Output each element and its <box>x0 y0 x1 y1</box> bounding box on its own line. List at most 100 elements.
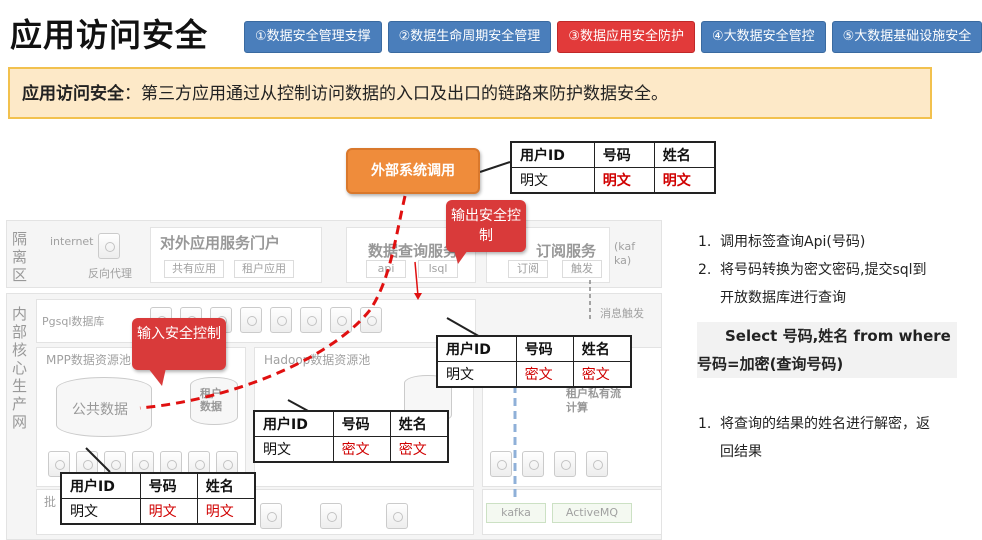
msg-trigger-label: 消息触发 <box>600 307 644 320</box>
output-control-callout: 输出安全控制 <box>446 200 526 252</box>
bottom-table-connector <box>85 447 111 473</box>
top-data-table: 用户ID 号码 姓名 明文 明文 明文 <box>510 141 716 194</box>
mpp-pool-label: MPP数据资源池 <box>46 353 131 367</box>
tenant-data-cylinder <box>190 377 238 425</box>
table-header-cell: 姓名 <box>572 335 632 362</box>
tab-data-security-management[interactable]: ①数据安全管理支撑 <box>244 21 382 53</box>
step-2-text: 将号码转换为密文密码,提交sql到开放数据库进行查询 <box>720 262 927 306</box>
portal-label: 对外应用服务门户 <box>160 234 281 252</box>
step-3: 1.将查询的结果的姓名进行解密，返回结果 <box>698 410 943 466</box>
table-header-cell: 用户ID <box>60 472 141 499</box>
input-callout-tail <box>148 368 166 386</box>
table-cell: 明文 <box>253 436 334 463</box>
table-cell: 明文 <box>60 498 141 525</box>
table-cell: 明文 <box>139 498 198 525</box>
step-1: 1.调用标签查询Api(号码) <box>698 234 866 250</box>
tab-data-app-protection[interactable]: ③数据应用安全防护 <box>557 21 695 53</box>
step-2: 2.将号码转换为密文密码,提交sql到开放数据库进行查询 <box>698 256 938 312</box>
external-call-connector <box>479 161 511 173</box>
stream-server-icon-3 <box>554 451 576 477</box>
tab-bigdata-control[interactable]: ④大数据安全管控 <box>700 21 826 53</box>
core-label: 内部核心生产网 <box>12 305 28 431</box>
step-3-text: 将查询的结果的姓名进行解密，返回结果 <box>720 416 930 460</box>
table-cell: 密文 <box>332 436 391 463</box>
tenant-app-pill: 租户应用 <box>234 260 294 278</box>
table-cell: 明文 <box>593 167 655 194</box>
hadoop-pool-label: Hadoop数据资源池 <box>264 353 371 367</box>
subscribe-service-label: 订阅服务 <box>536 242 597 260</box>
summary-banner: 应用访问安全：第三方应用通过从控制访问数据的入口及出口的链路来防护数据安全。 <box>8 67 932 119</box>
step-1-text: 调用标签查询Api(号码) <box>720 234 866 250</box>
mpp-server-icon-2 <box>76 451 98 477</box>
table-header-row: 用户ID 号码 姓名 <box>436 335 632 362</box>
public-data-label: 公共数据 <box>72 402 128 418</box>
flow-lines <box>85 161 591 500</box>
table-cell: 明文 <box>436 361 517 388</box>
internet-label: internet <box>50 235 94 248</box>
table-cell: 明文 <box>510 167 595 194</box>
subscribe-pill: 订阅 <box>508 260 548 278</box>
table-header-cell: 号码 <box>515 335 574 362</box>
batch-server-icon-1 <box>260 503 282 529</box>
trigger-pill: 触发 <box>562 260 602 278</box>
banner-text: ：第三方应用通过从控制访问数据的入口及出口的链路来防护数据安全。 <box>124 84 668 104</box>
banner-heading: 应用访问安全 <box>22 84 124 104</box>
activemq-pill: ActiveMQ <box>552 503 632 523</box>
table-header-cell: 号码 <box>593 141 655 168</box>
table-header-cell: 姓名 <box>653 141 716 168</box>
bottom-data-table: 用户ID 号码 姓名 明文 明文 明文 <box>60 472 256 525</box>
table-header-cell: 用户ID <box>510 141 595 168</box>
reverse-proxy-label: 反向代理 <box>88 267 132 280</box>
mpp-server-icon-1 <box>48 451 70 477</box>
table-cell: 明文 <box>653 167 716 194</box>
middle-table-connector <box>446 317 483 339</box>
external-call-button[interactable]: 外部系统调用 <box>346 148 480 194</box>
kafka-pill: kafka <box>486 503 546 523</box>
public-data-cylinder <box>56 377 152 437</box>
table-header-cell: 号码 <box>332 410 391 437</box>
tenant-stream-label: 租户私有流计算 <box>566 387 621 414</box>
pgsql-server-icon-7 <box>330 307 352 333</box>
tab-bar: ①数据安全管理支撑 ②数据生命周期安全管理 ③数据应用安全防护 ④大数据安全管控… <box>244 21 982 53</box>
stream-server-icon-2 <box>522 451 544 477</box>
table-header-cell: 姓名 <box>196 472 256 499</box>
api-pill: api <box>366 260 406 278</box>
pgsql-label: Pgsql数据库 <box>42 315 105 328</box>
input-control-callout: 输入安全控制 <box>132 318 226 370</box>
page-title: 应用访问安全 <box>10 16 209 54</box>
table-row: 明文 明文 明文 <box>60 498 256 525</box>
table-row: 明文 密文 密文 <box>436 361 632 388</box>
flow-arrow-head <box>414 293 422 300</box>
stream-server-icon-1 <box>490 451 512 477</box>
shared-app-pill: 共有应用 <box>164 260 224 278</box>
table-header-cell: 用户ID <box>253 410 334 437</box>
table-header-cell: 用户ID <box>436 335 517 362</box>
table-header-cell: 号码 <box>139 472 198 499</box>
tab-bigdata-infrastructure[interactable]: ⑤大数据基础设施安全 <box>831 21 982 53</box>
output-callout-tail <box>454 250 468 264</box>
batch-server-icon-3 <box>386 503 408 529</box>
table-cell: 明文 <box>196 498 256 525</box>
batch-server-icon-2 <box>320 503 342 529</box>
table-header-row: 用户ID 号码 姓名 <box>60 472 256 499</box>
tenant-data-label-1: 租户数据 <box>200 387 222 413</box>
kafka-side-label: (kafka) <box>614 240 636 267</box>
tab-data-lifecycle[interactable]: ②数据生命周期安全管理 <box>387 21 552 53</box>
table-row: 明文 密文 密文 <box>253 436 449 463</box>
proxy-server-icon <box>98 233 120 259</box>
middle-data-table: 用户ID 号码 姓名 明文 密文 密文 <box>436 335 632 388</box>
table-cell: 密文 <box>515 361 574 388</box>
lsql-pill: lsql <box>418 260 458 278</box>
batch-label: 批 <box>44 495 57 509</box>
sql-statement: Select 号码,姓名 from where 号码=加密(查询号码) <box>697 322 957 378</box>
table-header-cell: 姓名 <box>389 410 449 437</box>
table-header-row: 用户ID 号码 姓名 <box>253 410 449 437</box>
mpp-server-icon-4 <box>132 451 154 477</box>
table-cell: 密文 <box>572 361 632 388</box>
table-header-row: 用户ID 号码 姓名 <box>510 141 716 168</box>
table-cell: 密文 <box>389 436 449 463</box>
dmz-label: 隔离区 <box>12 230 28 284</box>
pgsql-server-icon-4 <box>240 307 262 333</box>
table-row: 明文 明文 明文 <box>510 167 716 194</box>
data-flow-path <box>139 195 407 410</box>
